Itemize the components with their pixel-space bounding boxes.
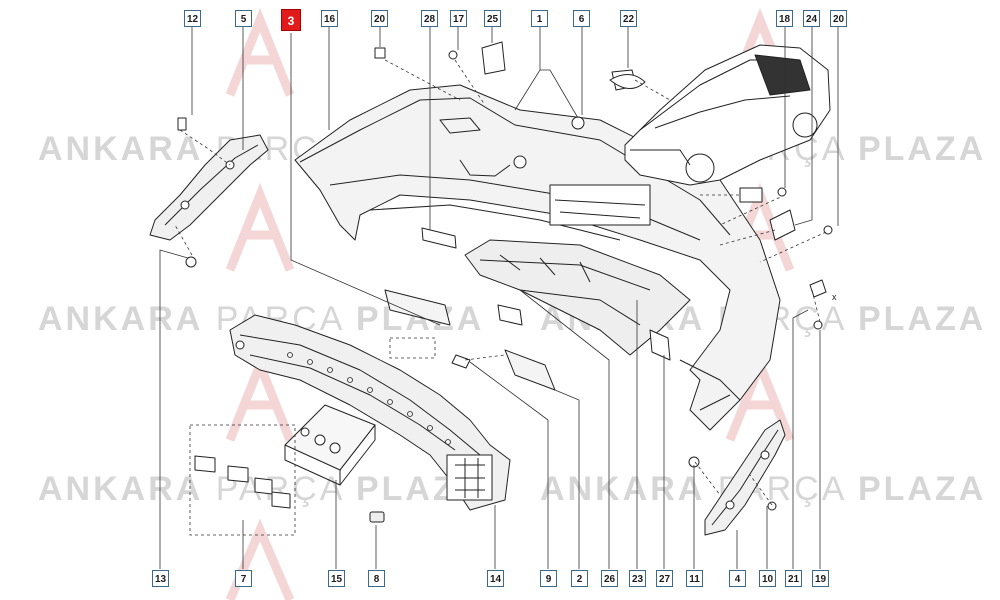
callout-18[interactable]: 18 <box>776 10 793 27</box>
callout-11[interactable]: 11 <box>686 570 703 587</box>
callout-2[interactable]: 2 <box>571 570 588 587</box>
watermark: ANKARA PARÇA PLAZA <box>540 470 987 508</box>
callout-22[interactable]: 22 <box>620 10 637 27</box>
callout-24[interactable]: 24 <box>803 10 820 27</box>
callout-26[interactable]: 26 <box>601 570 618 587</box>
callout-3-highlighted[interactable]: 3 <box>281 9 301 31</box>
fasteners <box>177 41 833 523</box>
clip-kit-box <box>284 404 376 486</box>
callout-6[interactable]: 6 <box>573 10 590 27</box>
callout-10[interactable]: 10 <box>759 570 776 587</box>
callout-17[interactable]: 17 <box>450 10 467 27</box>
callout-28[interactable]: 28 <box>421 10 438 27</box>
callout-9[interactable]: 9 <box>540 570 557 587</box>
callout-25[interactable]: 25 <box>484 10 501 27</box>
callout-16[interactable]: 16 <box>321 10 338 27</box>
callout-20-right[interactable]: 20 <box>830 10 847 27</box>
callout-15[interactable]: 15 <box>328 570 345 587</box>
callout-1[interactable]: 1 <box>531 10 548 27</box>
callout-21[interactable]: 21 <box>785 570 802 587</box>
callout-20[interactable]: 20 <box>371 10 388 27</box>
clip-set <box>194 455 291 509</box>
callout-23[interactable]: 23 <box>629 570 646 587</box>
callout-8[interactable]: 8 <box>368 570 385 587</box>
x-mark: x <box>832 292 837 302</box>
callout-13[interactable]: 13 <box>152 570 169 587</box>
callout-4[interactable]: 4 <box>729 570 746 587</box>
assembly-lines <box>174 59 827 536</box>
callout-5[interactable]: 5 <box>235 10 252 27</box>
leader-lines <box>159 27 839 569</box>
callout-19[interactable]: 19 <box>812 570 829 587</box>
right-bumper-bracket <box>704 419 786 536</box>
bumper-reinforcement-beam <box>229 314 511 511</box>
car-illustration <box>624 44 831 186</box>
bumper-lower-diffuser <box>464 239 691 356</box>
left-bumper-bracket <box>149 134 269 241</box>
callout-14[interactable]: 14 <box>487 570 504 587</box>
callout-27[interactable]: 27 <box>656 570 673 587</box>
callout-12[interactable]: 12 <box>184 10 201 27</box>
callout-7[interactable]: 7 <box>235 570 252 587</box>
